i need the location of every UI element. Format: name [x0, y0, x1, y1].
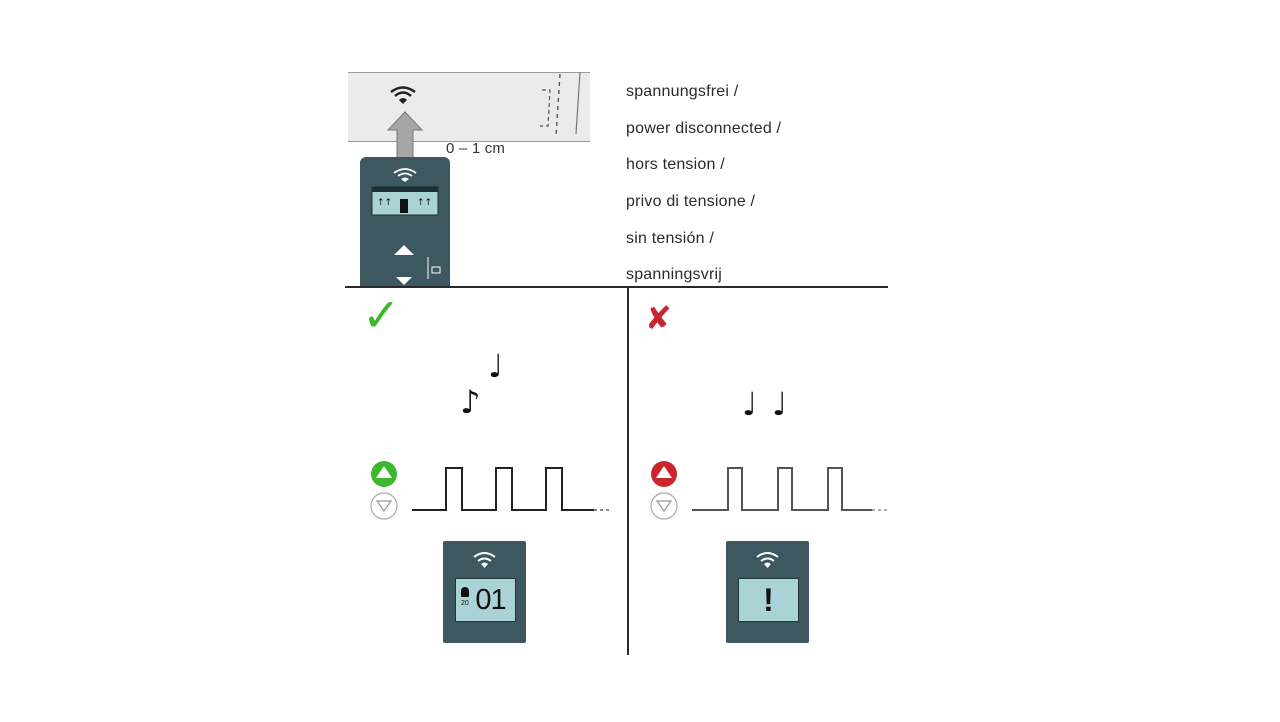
cross-mark-icon: ✘ — [645, 299, 672, 337]
wireless-icon — [756, 552, 779, 568]
result-fail-device: ! — [726, 541, 809, 643]
signal-fail-graphic — [650, 461, 888, 520]
result-ok-device: 20 01 — [443, 541, 526, 643]
result-fail-screen: ! — [738, 578, 799, 622]
quarter-note-icon: ♩ — [488, 347, 504, 385]
status-line: sin tensión / — [626, 229, 714, 247]
quarter-note-icon: ♩ — [772, 385, 788, 423]
tester-device-graphic: ↑↑ ↑↑ — [371, 168, 441, 285]
status-text-list: spannungsfrei / power disconnected / hor… — [626, 74, 781, 294]
distance-label: 0 – 1 cm — [446, 140, 506, 157]
screen-small-number: 20 — [461, 600, 469, 607]
warning-exclamation-icon: ! — [763, 581, 774, 618]
sensor-dot-icon — [461, 587, 469, 597]
svg-text:↑↑: ↑↑ — [417, 198, 432, 208]
status-line: spannungsfrei / — [626, 83, 739, 100]
svg-text:↑↑: ↑↑ — [377, 198, 392, 208]
arrow-up-icon — [386, 111, 424, 159]
status-line: spanningsvrij — [626, 266, 722, 284]
eighth-note-icon: ♪ — [460, 383, 481, 421]
vertical-divider — [627, 287, 629, 655]
wireless-icon — [390, 86, 416, 104]
wireless-icon — [473, 552, 496, 568]
status-line: hors tension / — [626, 156, 725, 174]
tester-device: ↑↑ ↑↑ — [360, 157, 450, 287]
signal-ok-graphic — [370, 461, 610, 520]
status-line: privo di tensione / — [626, 193, 756, 211]
check-mark-icon: ✓ — [362, 288, 401, 342]
quarter-note-icon: ♩ — [742, 385, 758, 423]
status-line: power disconnected / — [626, 119, 782, 137]
result-ok-screen: 20 01 — [455, 578, 516, 622]
screen-code: 01 — [475, 583, 506, 616]
panel-edge-dashes — [540, 71, 581, 137]
horizontal-divider — [345, 286, 888, 288]
